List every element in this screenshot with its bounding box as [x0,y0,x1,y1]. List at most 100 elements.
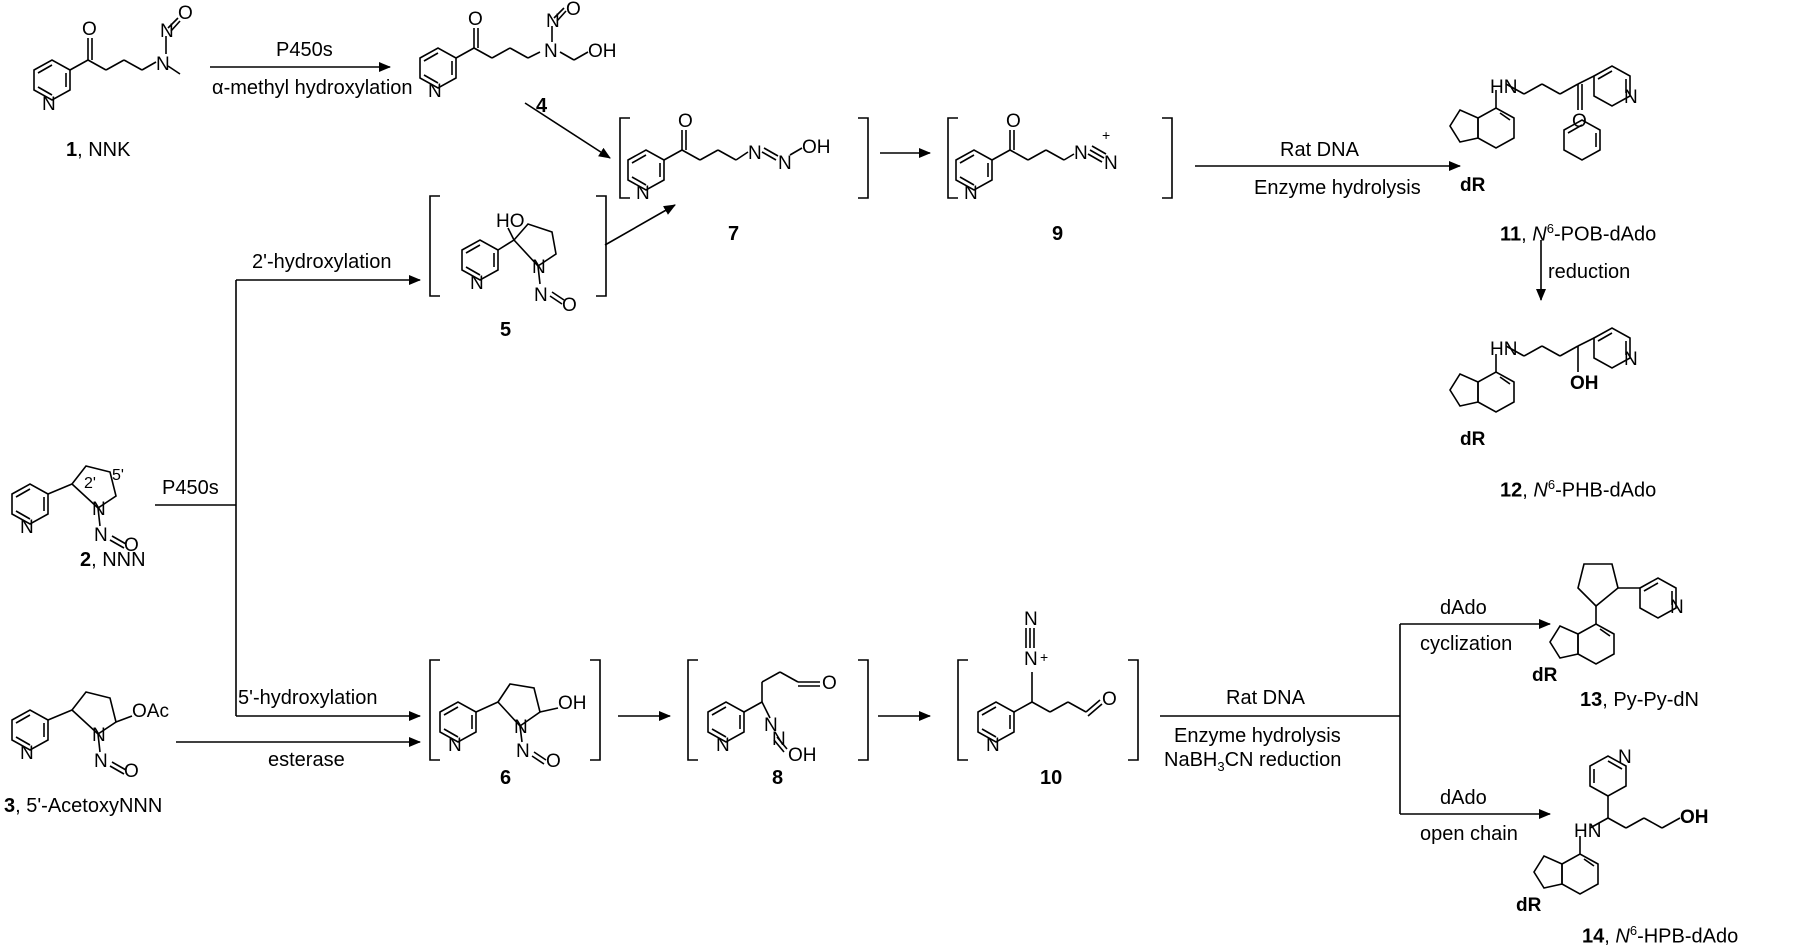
molecule-2 [11,465,127,549]
atom-oh-8: OH [788,745,817,766]
atom-n-13: N [1670,597,1684,618]
molecule-7 [619,117,869,199]
atom-n-10b: N [1024,609,1038,630]
molecule-8 [687,659,869,761]
reagent-rat-dna-2: Rat DNA [1226,687,1305,709]
compound-14-label: 14, N6-HPB-dAdo [1582,923,1739,948]
atom-n-9b: N [1104,153,1118,174]
molecule-4 [419,7,589,89]
atom-o-3: O [124,761,139,782]
atom-n-3: N [92,725,106,746]
atom-dr-13: dR [1532,665,1558,686]
atom-o-9: O [1006,111,1021,132]
reagent-cyclization: cyclization [1420,633,1513,655]
atom-n-3b: N [94,751,108,772]
reagent-enzyme-hydrolysis-2: Enzyme hydrolysis [1174,725,1341,747]
atom-n-2b: N [94,525,108,546]
molecule-5 [429,195,607,305]
arrow-5-to-7 [604,204,676,246]
atom-n-7b: N [778,153,792,174]
atom-ho-5: HO [496,211,525,232]
atom-n-5: N [532,257,546,278]
atom-o-11: O [1572,111,1587,132]
atom-n-5b: N [534,285,548,306]
atom-oh-14: OH [1680,807,1709,828]
atom-n-1b: N [156,54,170,75]
atom-o-1: O [82,19,97,40]
atom-n-2: N [92,499,106,520]
atom-n-7: N [636,183,650,204]
reagent-5-hydroxylation: 5'-hydroxylation [238,687,378,709]
atom-plus-10: + [1040,649,1049,665]
atom-n-2c: N [20,517,34,538]
atom-n-5c: N [470,273,484,294]
atom-oh-7: OH [802,137,831,158]
molecule-14 [1533,755,1681,895]
atom-n-14: N [1618,747,1632,768]
atom-o-1b: O [178,3,193,24]
reagent-enzyme-hydrolysis-1: Enzyme hydrolysis [1254,177,1421,199]
atom-dr-11: dR [1460,175,1486,196]
molecule-10 [957,628,1139,761]
compound-2-label: 2, NNN [80,549,146,571]
atom-n-8a: N [764,715,778,736]
atom-hn-14: HN [1574,821,1602,842]
reagent-alpha-methyl-hydroxylation: α-methyl hydroxylation [212,77,413,99]
atom-n-10a: N [1024,649,1038,670]
compound-9-label: 9 [1052,223,1064,245]
molecule-11 [1449,65,1631,161]
molecule-3 [11,691,133,775]
molecule-9 [947,117,1173,199]
compound-10-label: 10 [1040,767,1063,789]
atom-n-6: N [514,717,528,738]
reagent-dado-1: dAdo [1440,597,1487,619]
compound-3-label: 3, 5'-AcetoxyNNN [4,795,163,817]
atom-n-1c: N [160,21,174,42]
atom-o-10: O [1102,689,1117,710]
reagent-p450s: P450s [162,477,219,499]
atom-dr-14: dR [1516,895,1542,916]
atom-plus-9: + [1102,127,1111,143]
compound-12-label: 12, N6-PHB-dAdo [1500,477,1657,502]
atom-oh-4: OH [588,41,617,62]
reagent-open-chain: open chain [1420,823,1518,845]
atom-o-4b: O [566,0,581,20]
atom-n-4b: N [544,41,558,62]
molecule-12 [1449,327,1631,413]
arrow-4-to-7 [524,102,611,159]
atom-o-2: O [124,535,139,556]
molecule-6 [429,659,601,765]
atom-n-8b: N [772,729,786,750]
atom-o-7: O [678,111,693,132]
compound-8-label: 8 [772,767,784,789]
atom-o-5: O [562,295,577,316]
atom-oh-6: OH [558,693,587,714]
compound-11-label: 11, N6-POB-dAdo [1500,221,1657,246]
atom-o-8: O [822,673,837,694]
atom-n-7a: N [748,143,762,164]
atom-n-10c: N [986,735,1000,756]
atom-dr-12: dR [1460,429,1486,450]
compound-7-label: 7 [728,223,740,245]
reagent-2-hydroxylation: 2'-hydroxylation [252,251,392,273]
compound-13-label: 13, Py-Py-dN [1580,689,1699,711]
atom-oac-3: OAc [132,701,169,722]
atom-n-6b: N [516,741,530,762]
atom-n-12: N [1624,349,1638,370]
atom-n-9: N [964,183,978,204]
molecule-1 [33,17,181,101]
atom-n-1: N [42,94,56,115]
atom-oh-12: OH [1570,373,1599,394]
atom-hn-11: HN [1490,77,1518,98]
atom-n-9a: N [1074,143,1088,164]
atom-n-6c: N [448,735,462,756]
compound-4-label: 4 [536,95,548,117]
atom-5prime: 5' [112,467,124,484]
compound-6-label: 6 [500,767,512,789]
atom-2prime: 2' [84,475,96,492]
atom-hn-12: HN [1490,339,1518,360]
atom-n-4: N [428,81,442,102]
atom-o-6: O [546,751,561,772]
